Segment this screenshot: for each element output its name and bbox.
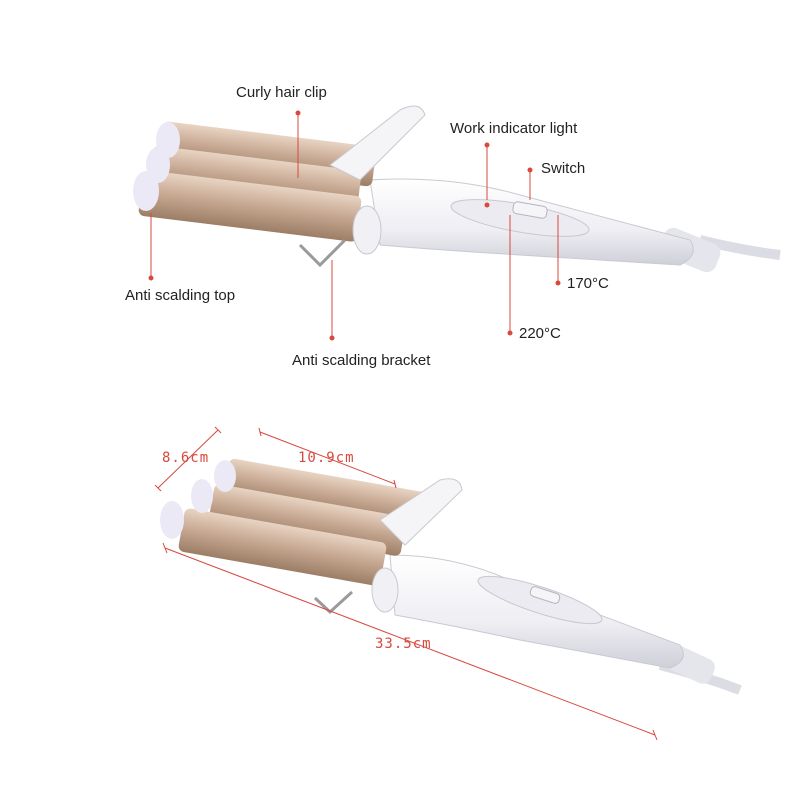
callout-lines (150, 113, 559, 338)
label-anti-scalding-top: Anti scalding top (125, 287, 236, 304)
label-work-indicator-light: Work indicator light (450, 120, 578, 137)
label-switch: Switch (541, 160, 586, 177)
dimension-barrel-length-label: 10.9cm (298, 450, 355, 466)
label-curly-hair-clip: Curly hair clip (236, 84, 327, 101)
dimension-lines (154, 426, 658, 741)
label-anti-scalding-bracket: Anti scalding bracket (292, 352, 431, 369)
label-temp-low: 170°C (567, 275, 609, 292)
curler-bottom (160, 458, 742, 695)
curler-top (133, 105, 781, 273)
dimension-total-length-label: 33.5cm (375, 636, 432, 652)
label-temp-high: 220°C (519, 325, 561, 342)
dimension-width-label: 8.6cm (162, 450, 210, 466)
callout-markers (148, 110, 561, 341)
